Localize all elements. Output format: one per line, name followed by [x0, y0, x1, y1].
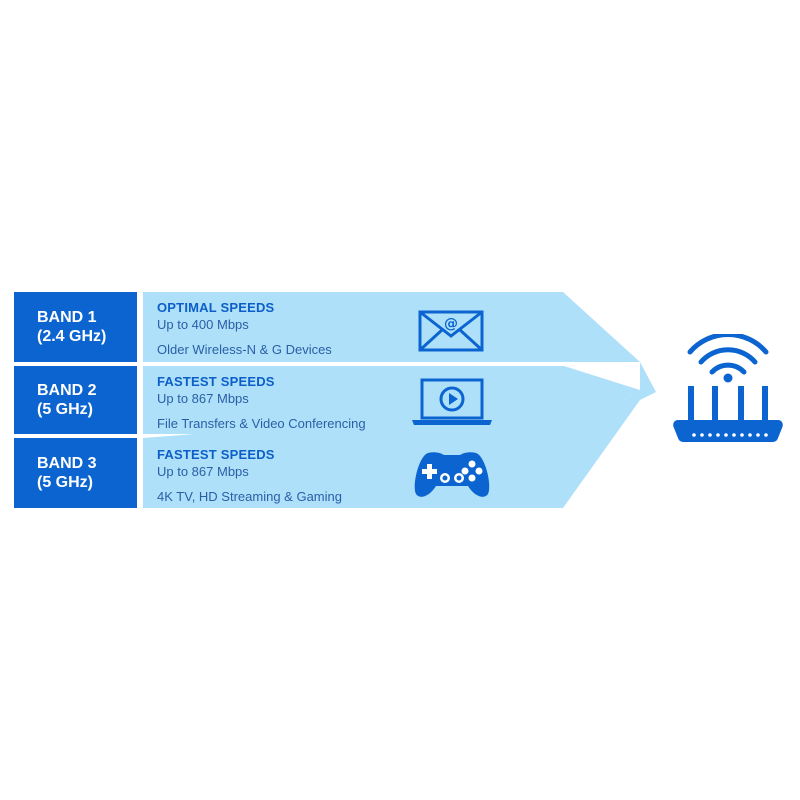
band-2-use: File Transfers & Video Conferencing: [157, 416, 366, 431]
email-envelope-icon: @: [418, 310, 484, 352]
band-3-title: FASTEST SPEEDS: [157, 447, 275, 462]
laptop-video-icon: [412, 378, 492, 425]
band-2-name: BAND 2: [37, 382, 97, 399]
band-3-use: 4K TV, HD Streaming & Gaming: [157, 489, 342, 504]
band-3-name: BAND 3: [37, 455, 97, 472]
band-2-frequency: (5 GHz): [37, 401, 93, 418]
band-1-use: Older Wireless-N & G Devices: [157, 342, 332, 357]
band-2-details: FASTEST SPEEDS Up to 867 Mbps File Trans…: [157, 374, 366, 431]
band-2-title: FASTEST SPEEDS: [157, 374, 275, 389]
band-3-frequency: (5 GHz): [37, 474, 93, 491]
wifi-signal-icon: [687, 334, 769, 375]
svg-text:@: @: [444, 316, 458, 332]
band-1-speed: Up to 400 Mbps: [157, 317, 249, 332]
wifi-router-icon: [673, 334, 783, 442]
band-1-name: BAND 1: [37, 309, 97, 326]
band-1-frequency: (2.4 GHz): [37, 328, 107, 345]
band-2-label: BAND 2 (5 GHz): [14, 366, 137, 434]
band-1-details: OPTIMAL SPEEDS Up to 400 Mbps Older Wire…: [157, 300, 332, 357]
band-2-speed: Up to 867 Mbps: [157, 391, 249, 406]
game-controller-icon: [414, 452, 490, 497]
band-3-speed: Up to 867 Mbps: [157, 464, 249, 479]
band-3-arrow-segment: [143, 400, 640, 508]
band-1-label: BAND 1 (2.4 GHz): [14, 292, 137, 362]
band-1-arrow-segment: [143, 292, 640, 362]
band-3-label: BAND 3 (5 GHz): [14, 438, 137, 508]
band-3-details: FASTEST SPEEDS Up to 867 Mbps 4K TV, HD …: [157, 447, 342, 504]
band-1-title: OPTIMAL SPEEDS: [157, 300, 275, 315]
